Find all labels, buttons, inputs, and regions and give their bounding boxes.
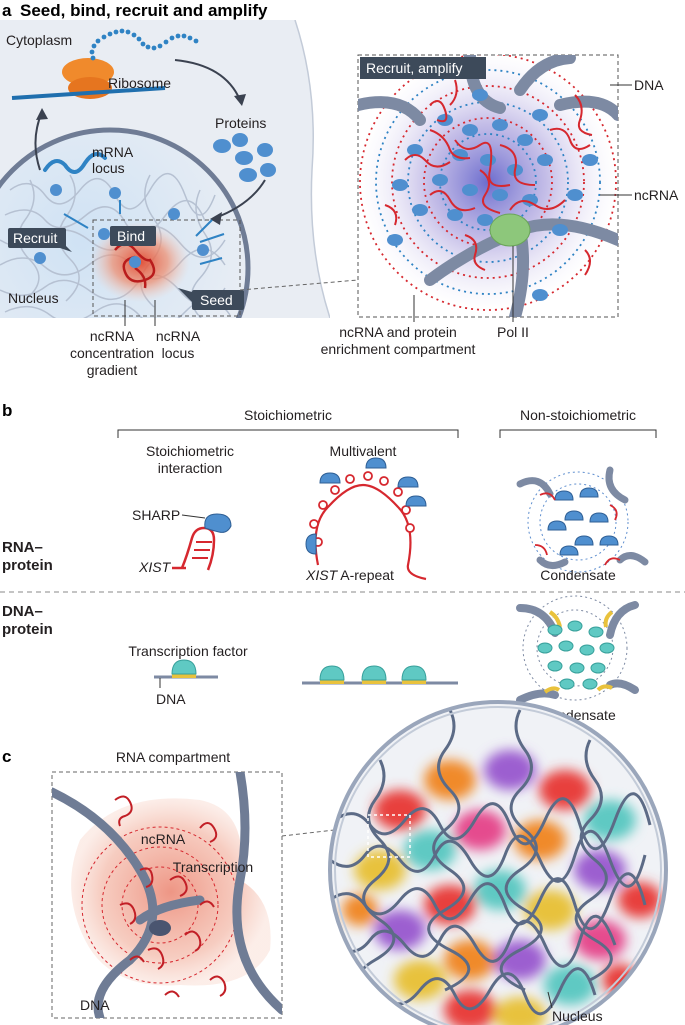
multivalent-header: Multivalent <box>330 443 397 459</box>
compartment-label-line2: enrichment compartment <box>321 341 476 357</box>
panel-a-title: Seed, bind, recruit and amplify <box>20 1 268 20</box>
recruit-amplify-label-box <box>360 57 486 79</box>
inset-ncrnas <box>384 79 593 276</box>
rna-protein-row-line1: RNA– <box>2 539 43 556</box>
xist-label: XIST <box>138 559 172 575</box>
mrna-label-line1: mRNA <box>92 144 134 160</box>
seed-label-box <box>178 288 244 310</box>
seed-label: Seed <box>200 292 233 308</box>
nucleus-overview <box>328 700 668 1025</box>
ribosome-label: Ribosome <box>108 75 171 91</box>
recruit-label-box <box>8 228 72 252</box>
dna-protein-row-line1: DNA– <box>2 603 43 620</box>
dna-fibres <box>52 772 282 1018</box>
stoichiometric-bracket <box>117 429 459 438</box>
cell-membrane <box>294 20 330 318</box>
pol-ii <box>489 213 531 247</box>
ncrna-molecules-c <box>114 795 227 998</box>
xist-a-repeat-molecule <box>305 457 427 581</box>
nucleus-label: Nucleus <box>8 290 59 306</box>
mrna-strand <box>43 152 107 174</box>
single-tf-on-dna <box>154 659 218 679</box>
stoichiometric-header: Stoichiometric <box>244 407 332 423</box>
recruit-amplify-inset: Recruit, amplify <box>357 54 619 318</box>
bind-label-box <box>110 226 156 246</box>
condensate-label-1: Condensate <box>540 567 616 583</box>
panel-c: c RNA compartment <box>2 700 668 1025</box>
recruit-arrows <box>63 200 225 265</box>
dna-label-b: DNA <box>156 691 186 707</box>
transcription-label: Transcription <box>173 859 253 875</box>
panel-b: b Stoichiometric Non-stoichiometric Stoi… <box>0 401 685 723</box>
ncrna-label: ncRNA <box>634 187 679 203</box>
pol2-label: Pol II <box>497 324 529 340</box>
mrna-translated <box>11 86 166 100</box>
nucleus-leader-c <box>547 991 553 1009</box>
panel-b-letter: b <box>2 401 12 420</box>
dna-label: DNA <box>634 77 664 93</box>
dna-protein-condensate <box>516 595 639 704</box>
sharp-leader <box>181 514 206 519</box>
nuclear-proteins <box>34 184 209 268</box>
seed-region-box <box>92 219 241 317</box>
non-stoichiometric-bracket <box>499 429 657 438</box>
panel-a: a Seed, bind, recruit and amplify <box>0 1 679 378</box>
ncrna-locus-strand <box>134 266 147 289</box>
panel-a-letter: a <box>2 1 12 20</box>
dna-label-c: DNA <box>80 997 110 1013</box>
ncrna-label-c: ncRNA <box>141 831 186 847</box>
cytoplasm-proteins <box>213 133 276 182</box>
zoom-connector <box>239 279 359 291</box>
proteins-label: Proteins <box>215 115 266 131</box>
nucleus-label-c: Nucleus <box>552 1008 603 1024</box>
transcription-site <box>149 920 171 936</box>
gradient-label-line3: gradient <box>87 362 138 378</box>
zoom-region-marker <box>367 814 411 858</box>
transcription-factor-label: Transcription factor <box>128 643 248 659</box>
rna-protein-row-line2: protein <box>2 557 53 574</box>
recruit-amplify-label: Recruit, amplify <box>366 60 462 76</box>
non-stoichiometric-header: Non-stoichiometric <box>520 407 636 423</box>
sharp-label: SHARP <box>132 507 180 523</box>
nascent-protein-chain <box>89 28 199 61</box>
sharp-xist-interaction <box>172 513 232 571</box>
locus-label-line1: ncRNA <box>156 328 201 344</box>
gradient-label-line1: ncRNA <box>90 328 135 344</box>
locus-label-line2: locus <box>162 345 195 361</box>
stoich-interaction-line1: Stoichiometric <box>146 443 234 459</box>
ncrna-seed-strand <box>114 242 156 283</box>
recruit-label: Recruit <box>13 230 57 246</box>
panel-c-letter: c <box>2 747 11 766</box>
xist-a-repeat-label: XIST A-repeat <box>305 567 394 583</box>
mrna-label-line2: locus <box>92 160 125 176</box>
stoich-interaction-line2: interaction <box>158 460 223 476</box>
gradient-label-line2: concentration <box>70 345 154 361</box>
multiple-tfs-on-dna <box>302 665 458 685</box>
nucleus-chromatin <box>330 709 652 1016</box>
bind-label: Bind <box>117 228 145 244</box>
rna-protein-condensate <box>516 466 649 573</box>
rna-compartment-label: RNA compartment <box>116 749 230 765</box>
flow-arrowheads <box>36 94 246 225</box>
cytoplasm-label: Cytoplasm <box>6 32 72 48</box>
compartment-label-line1: ncRNA and protein <box>339 324 457 340</box>
dna-protein-row-line2: protein <box>2 621 53 638</box>
